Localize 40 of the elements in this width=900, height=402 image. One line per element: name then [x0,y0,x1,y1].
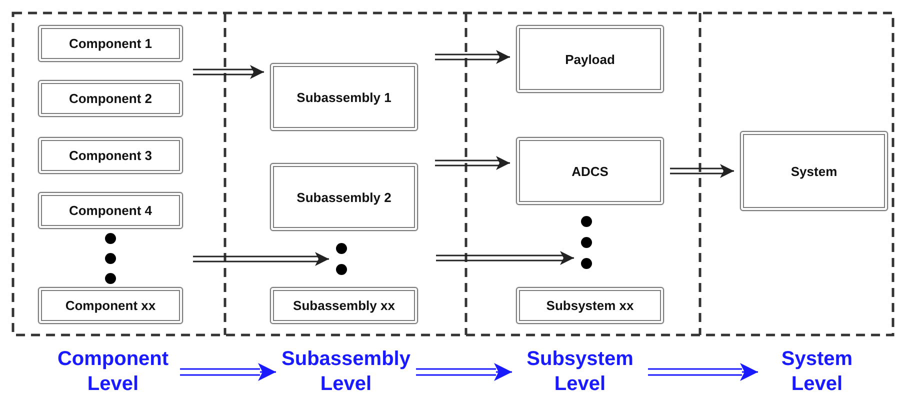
block-box [38,25,183,62]
block-label: Component 3 [68,148,152,163]
double-arrow [647,363,759,381]
ellipsis-dots-icon [335,243,347,275]
double-arrow [415,363,513,381]
block-box [270,63,418,131]
block-box [270,287,418,324]
block-box [516,25,664,93]
double-arrow [179,363,277,381]
block-box [38,137,183,174]
level-label-text: System Level [780,347,854,397]
block-box [516,287,664,324]
block-label: Component 4 [68,203,152,218]
double-arrow [434,156,511,170]
block-label: Payload [565,52,615,66]
block-box [38,80,183,117]
ellipsis-dots-icon [580,216,592,269]
block-box [38,192,183,229]
block-box [270,163,418,231]
level-label-text: Subsystem Level [526,347,634,397]
double-arrow [669,164,735,178]
block-label: Component xx [65,298,156,313]
block-label: System [790,164,838,178]
level-label-text: Component Level [56,347,170,397]
double-arrow [434,50,511,64]
block-label: Component 1 [68,36,152,51]
block-label: Subassembly xx [293,298,395,313]
level-label-text: Subassembly Level [280,347,412,397]
block-box [38,287,183,324]
block-label: Subassembly 2 [296,190,392,204]
double-arrow [192,252,330,266]
ellipsis-dots-icon [104,233,116,284]
block-box [740,131,888,211]
double-arrow [192,65,265,79]
block-label: Subassembly 1 [296,90,392,104]
double-arrow [435,251,575,265]
block-label: Subsystem xx [546,298,634,313]
block-label: ADCS [572,164,608,178]
block-label: Component 2 [68,91,152,106]
block-box [516,137,664,205]
